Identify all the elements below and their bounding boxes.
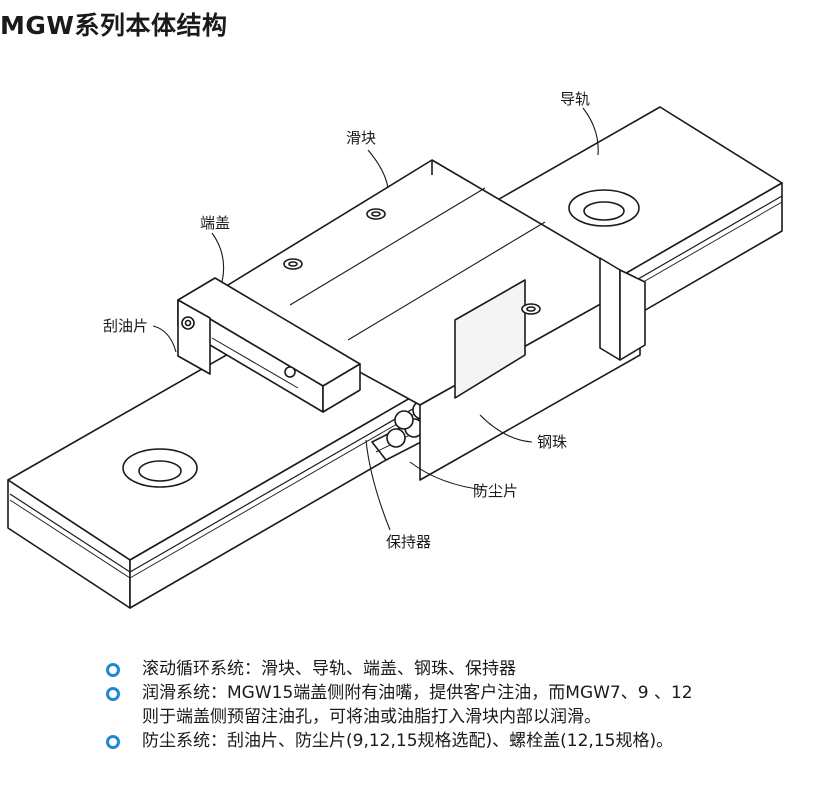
label-end-cap: 端盖 [200,214,230,232]
leader-rail [582,107,599,156]
leader-ball [479,414,533,443]
label-block: 滑块 [346,129,376,147]
label-dust-plate: 防尘片 [473,482,518,500]
bullet-ring-icon [106,663,120,677]
page-title: MGW系列本体结构 [0,11,228,40]
leader-end-cap [211,232,225,283]
structure-diagram: 导轨 滑块 端盖 刮油片 钢珠 防尘片 保持器 [7,90,783,609]
label-retainer: 保持器 [386,533,431,551]
label-rail: 导轨 [560,90,590,108]
label-ball: 钢珠 [537,433,567,451]
feature-list: 滚动循环系统：滑块、导轨、端盖、钢珠、保持器 润滑系统：MGW15端盖侧附有油嘴… [106,657,826,753]
feature-item: 滚动循环系统：滑块、导轨、端盖、钢珠、保持器 [106,657,826,681]
feature-item: 润滑系统：MGW15端盖侧附有油嘴，提供客户注油，而MGW7、9 、12 则于端… [106,681,826,729]
block-side [419,281,641,481]
bullet-ring-icon [106,687,120,701]
block-cutaway [454,279,526,399]
feature-item: 防尘系统：刮油片、防尘片(9,12,15规格选配)、螺栓盖(12,15规格)。 [106,729,826,753]
wiper [177,299,296,378]
label-wiper: 刮油片 [103,317,148,335]
leader-retainer [365,439,391,531]
leader-dust-plate [409,461,486,491]
leader-wiper [152,325,177,353]
bullet-ring-icon [106,735,120,749]
leader-block [367,149,389,189]
